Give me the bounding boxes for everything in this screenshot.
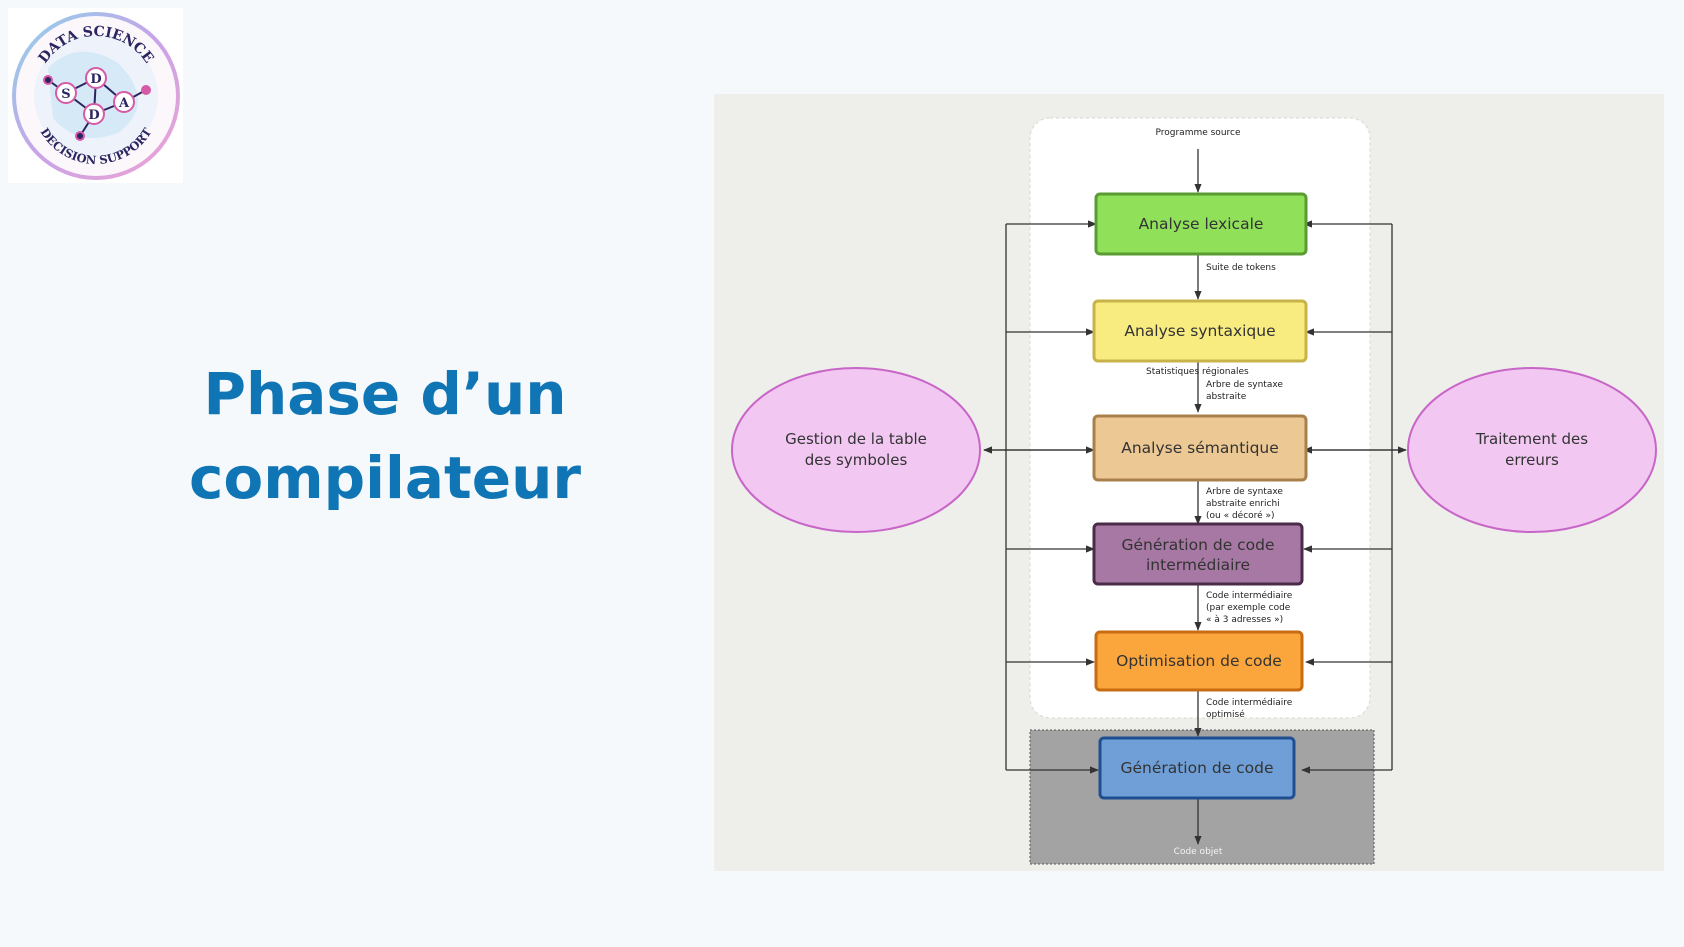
regional-stats-label: Statistiques régionales bbox=[1146, 366, 1249, 377]
phase-syntax: Analyse syntaxique bbox=[1092, 299, 1308, 363]
svg-text:Analyse lexicale: Analyse lexicale bbox=[1139, 215, 1264, 233]
svg-text:Génération de code: Génération de code bbox=[1121, 536, 1274, 554]
logo-letter: D bbox=[90, 72, 101, 87]
svg-text:Analyse syntaxique: Analyse syntaxique bbox=[1124, 322, 1275, 340]
logo-letter: S bbox=[61, 87, 70, 102]
phase-intermediate-code: Génération de code intermédiaire bbox=[1092, 522, 1304, 586]
edge-label: (ou « décoré ») bbox=[1206, 510, 1275, 521]
bus-arrows bbox=[983, 220, 1407, 774]
edge-label: Arbre de syntaxe bbox=[1206, 487, 1283, 497]
phase-lexical: Analyse lexicale bbox=[1094, 192, 1308, 256]
svg-text:Gestion de la table: Gestion de la table bbox=[785, 430, 927, 448]
edge-label: Code intermédiaire bbox=[1206, 697, 1293, 708]
svg-text:Analyse sémantique: Analyse sémantique bbox=[1121, 439, 1279, 457]
symbol-table-ellipse: Gestion de la table des symboles bbox=[731, 367, 981, 533]
edge-label: (par exemple code bbox=[1206, 603, 1291, 613]
object-code-label: Code objet bbox=[1174, 847, 1223, 857]
compiler-phases-diagram: Analyse lexicale Analyse syntaxique Anal… bbox=[714, 94, 1664, 871]
edge-label: Code intermédiaire bbox=[1206, 590, 1293, 601]
edge-label: optimisé bbox=[1206, 709, 1245, 720]
phase-optimization: Optimisation de code bbox=[1094, 630, 1304, 692]
source-program-label: Programme source bbox=[1155, 128, 1240, 138]
bus-lines bbox=[1005, 224, 1393, 770]
edge-label: « à 3 adresses ») bbox=[1206, 615, 1283, 625]
svg-text:Génération de code: Génération de code bbox=[1120, 759, 1273, 777]
edge-label: abstraite enrichi bbox=[1206, 499, 1280, 509]
phase-semantic: Analyse sémantique bbox=[1092, 414, 1308, 482]
svg-text:Optimisation de code: Optimisation de code bbox=[1116, 652, 1282, 670]
svg-text:erreurs: erreurs bbox=[1505, 451, 1559, 469]
edge-label: Suite de tokens bbox=[1206, 263, 1276, 273]
svg-text:intermédiaire: intermédiaire bbox=[1146, 556, 1250, 574]
page-title: Phase d’un compilateur bbox=[188, 360, 582, 512]
svg-text:Traitement des: Traitement des bbox=[1475, 430, 1588, 448]
logo-letter: D bbox=[88, 108, 99, 123]
logo-letter: A bbox=[118, 96, 130, 111]
phase-code-generation: Génération de code bbox=[1098, 736, 1296, 800]
edge-label: abstraite bbox=[1206, 392, 1247, 402]
error-handler-ellipse: Traitement des erreurs bbox=[1407, 367, 1657, 533]
svg-text:des symboles: des symboles bbox=[805, 451, 908, 469]
edge-label: Arbre de syntaxe bbox=[1206, 380, 1283, 390]
logo: DATA SCIENCE DECISION SUPPORT S D D A bbox=[8, 8, 183, 183]
